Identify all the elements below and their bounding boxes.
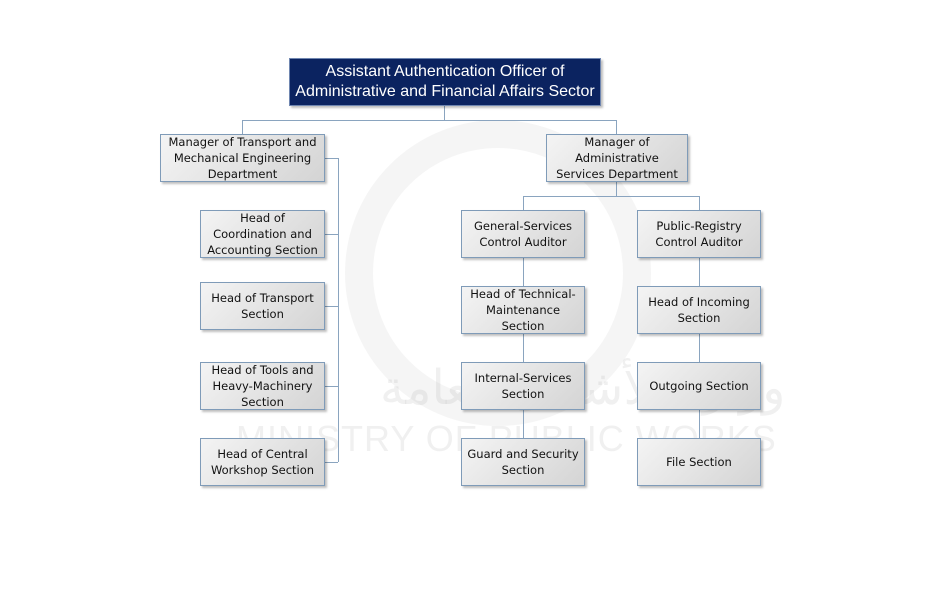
node-transport-section[interactable]: Head of Transport Section xyxy=(200,282,325,330)
connector xyxy=(242,120,243,134)
connector xyxy=(616,120,617,134)
root-node[interactable]: Assistant Authentication Officer of Admi… xyxy=(289,58,601,106)
node-central-workshop[interactable]: Head of Central Workshop Section xyxy=(200,438,325,486)
connector xyxy=(338,158,339,462)
node-general-services-auditor[interactable]: General-Services Control Auditor xyxy=(461,210,585,258)
node-tools-machinery[interactable]: Head of Tools and Heavy-Machinery Sectio… xyxy=(200,362,325,410)
node-guard-security[interactable]: Guard and Security Section xyxy=(461,438,585,486)
node-technical-maintenance[interactable]: Head of Technical-Maintenance Section xyxy=(461,286,585,334)
connector xyxy=(616,182,617,196)
node-coordination-accounting[interactable]: Head of Coordination and Accounting Sect… xyxy=(200,210,325,258)
node-file-section[interactable]: File Section xyxy=(637,438,761,486)
connector xyxy=(242,120,617,121)
connector xyxy=(325,158,338,159)
connector xyxy=(325,386,338,387)
node-transport-manager[interactable]: Manager of Transport and Mechanical Engi… xyxy=(160,134,325,182)
node-incoming-section[interactable]: Head of Incoming Section xyxy=(637,286,761,334)
connector xyxy=(444,106,445,120)
node-internal-services[interactable]: Internal-Services Section xyxy=(461,362,585,410)
connector xyxy=(325,234,338,235)
connector xyxy=(325,306,338,307)
connector xyxy=(523,196,524,486)
node-outgoing-section[interactable]: Outgoing Section xyxy=(637,362,761,410)
node-admin-services-manager[interactable]: Manager of Administrative Services Depar… xyxy=(546,134,688,182)
connector xyxy=(325,462,338,463)
node-public-registry-auditor[interactable]: Public-Registry Control Auditor xyxy=(637,210,761,258)
connector xyxy=(699,196,700,486)
connector xyxy=(523,196,700,197)
